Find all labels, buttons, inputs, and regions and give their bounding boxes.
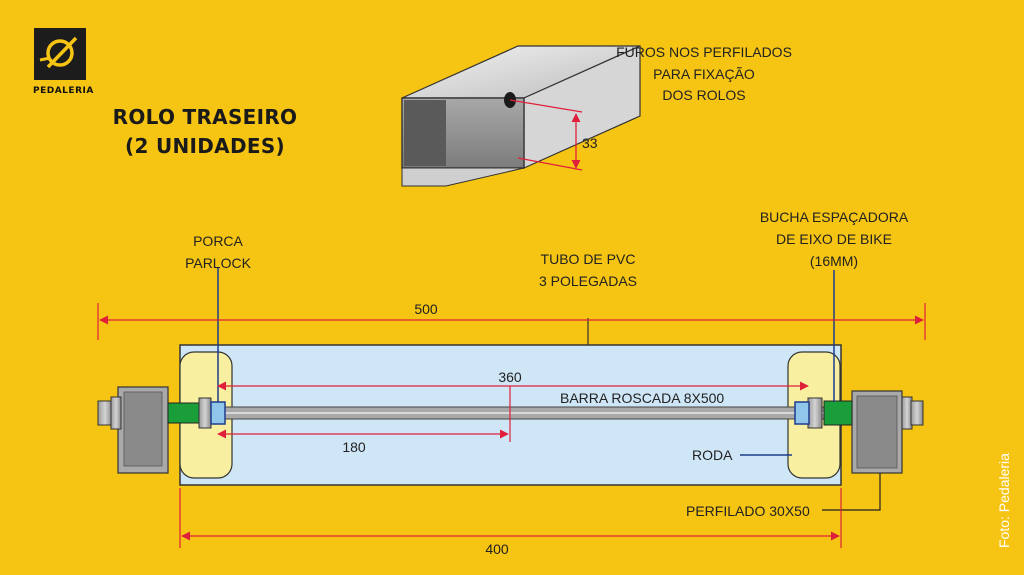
brand-name: PEDALERIA [33, 86, 94, 96]
tubo-label-line-1: TUBO DE PVC [540, 251, 636, 267]
dimension-500-label: 500 [414, 301, 438, 317]
bucha-label-line-3: (16MM) [809, 253, 859, 269]
bucha-label-line-2: DE EIXO DE BIKE [776, 231, 892, 247]
porca-label-line-2: PARLOCK [185, 255, 251, 271]
dimension-400 [179, 488, 842, 548]
hole-height-label: 33 [582, 135, 598, 151]
dimension-400-label: 400 [485, 541, 509, 557]
holes-note-line-3: DOS ROLOS [662, 87, 746, 103]
profile-3d [401, 45, 641, 169]
hole-base-line [517, 157, 583, 171]
dimension-360-label: 360 [498, 369, 522, 385]
holes-note-line-1: FUROS NOS PERFILADOS [616, 44, 792, 60]
parlock-nut-left [210, 401, 226, 425]
bucha-label-line-1: BUCHA ESPAÇADORA [759, 209, 909, 225]
porca-label-line-1: PORCA [193, 233, 243, 249]
perfilado-label: PERFILADO 30X50 [686, 503, 810, 519]
parlock-nut-right [794, 401, 810, 425]
bushing-right [823, 400, 853, 426]
dimension-180-label: 180 [342, 439, 366, 455]
barra-label: BARRA ROSCADA 8X500 [560, 390, 725, 406]
photo-credit: Foto: Pedaleria [996, 453, 1012, 548]
inner-nut-right [807, 397, 823, 429]
title-line-1: ROLO TRASEIRO [112, 105, 298, 129]
roda-label: RODA [692, 447, 733, 463]
tubo-label-line-2: 3 POLEGADAS [538, 273, 638, 289]
dimension-500 [97, 303, 926, 340]
dimension-360 [217, 381, 809, 442]
pedaleria-logo [34, 28, 86, 80]
profile-bottom [401, 167, 525, 187]
outer-nut-left [97, 400, 113, 426]
inner-nut-left [198, 397, 212, 429]
hole-leader-line [509, 99, 583, 113]
holes-note-line-2: PARA FIXAÇÃO [653, 66, 755, 82]
title-line-2: (2 UNIDADES) [125, 134, 285, 158]
